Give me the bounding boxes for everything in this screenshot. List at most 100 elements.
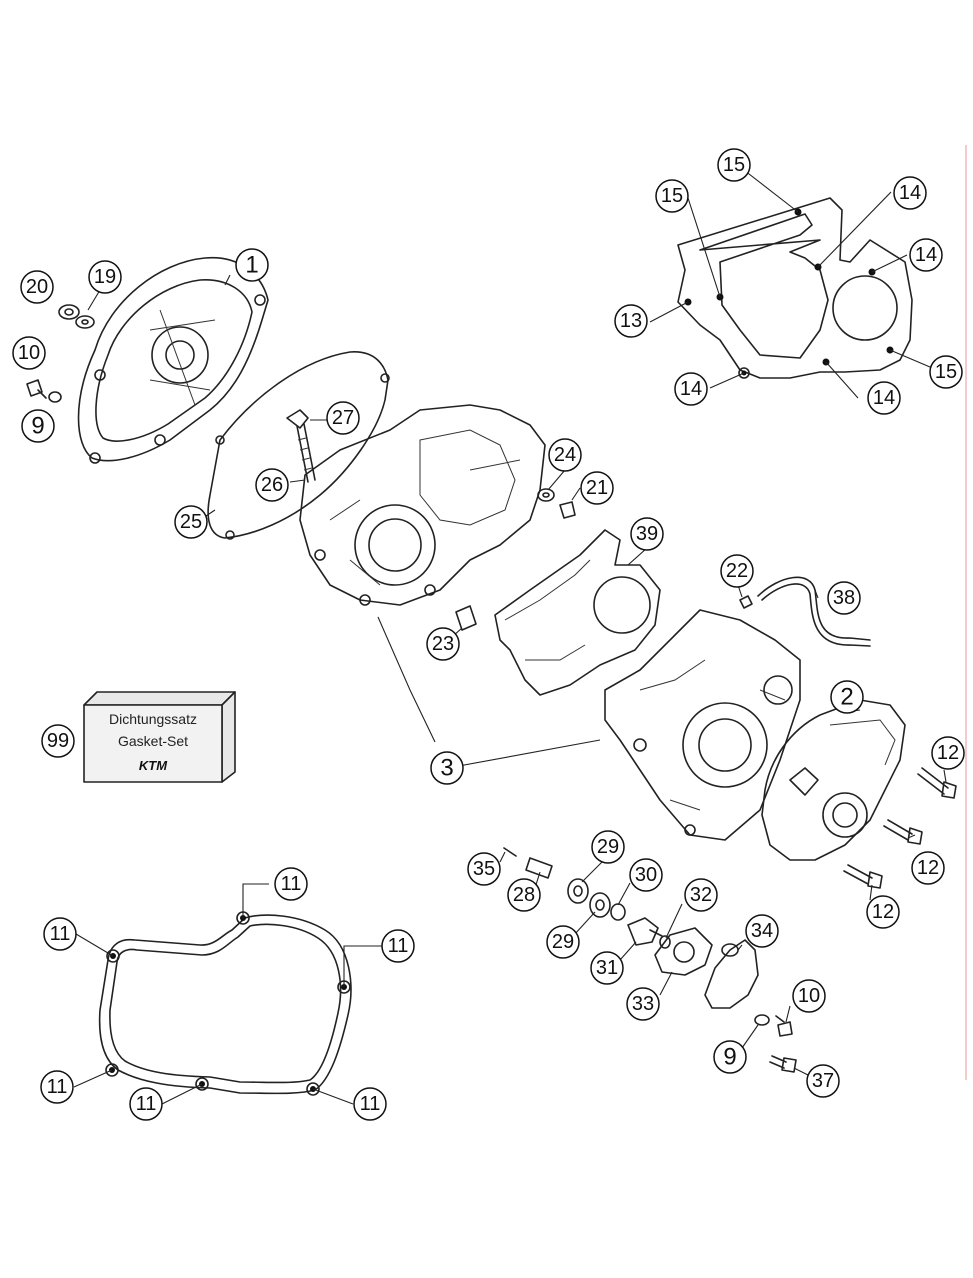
callout-label: 14 [873,387,895,409]
callout-label: 21 [586,477,608,499]
gasket-part-39 [494,529,661,696]
callout-39: 39 [630,517,664,551]
callout-label: 23 [432,633,454,655]
callout-15-left: 15 [655,179,689,213]
gasket-part-33 [654,927,713,976]
callout-label: 11 [281,873,302,895]
gasket-box-line1: Dichtungssatz [109,711,197,727]
ignition-cover-part [77,256,269,464]
gasket-set-box: Dichtungssatz Gasket-Set KTM [83,691,236,783]
callout-label: 20 [26,276,48,298]
callout-label: 3 [440,755,453,782]
callout-label: 38 [833,587,855,609]
crankcase-left-part [299,404,546,606]
screw-part-10-9-left [26,379,62,403]
callout-label: 11 [388,935,409,957]
callout-14-bottom: 14 [867,381,901,415]
callout-32: 32 [684,878,718,912]
callout-13: 13 [614,304,648,338]
callout-label: 99 [47,730,69,752]
callout-15-right: 15 [929,355,963,389]
callout-label: 28 [513,884,535,906]
callout-10-right: 10 [792,979,826,1013]
callout-28: 28 [507,878,541,912]
bearing-part-29-a [567,878,589,904]
gasket-box-line2: Gasket-Set [118,733,188,749]
callout-38: 38 [827,581,861,615]
callout-label: 9 [723,1044,736,1071]
callout-label: 10 [18,342,40,364]
callout-29-bottom: 29 [546,925,580,959]
callout-label: 15 [935,361,957,383]
callout-10-left: 10 [12,336,46,370]
gasket-part-25 [207,351,390,540]
callout-27: 27 [326,401,360,435]
callout-label: 9 [31,413,44,440]
callout-label: 14 [915,244,937,266]
callout-14-right: 14 [909,238,943,272]
callout-11-top: 11 [274,867,308,901]
callout-23: 23 [426,627,460,661]
screw-part-10-right [775,1015,793,1037]
callout-2: 2 [830,680,864,714]
washer-bolt-part-21-24 [537,488,576,519]
callout-label: 2 [840,684,853,711]
bolt-part-12-a [917,767,957,799]
callout-35: 35 [467,852,501,886]
seal-part-30 [610,903,626,921]
callout-label: 34 [751,920,773,942]
callout-14-top: 14 [893,176,927,210]
callout-label: 19 [94,266,116,288]
bushing-part-23 [455,605,477,631]
oring-part-32 [659,935,671,949]
callout-label: 15 [661,185,683,207]
pump-cover-part-2 [761,699,906,861]
callout-31: 31 [590,951,624,985]
callout-11-top-right: 11 [381,929,415,963]
callout-3: 3 [430,751,464,785]
callout-12-a: 12 [931,736,965,770]
callout-label: 14 [680,378,702,400]
callout-1: 1 [235,248,269,282]
callout-label: 14 [899,182,921,204]
gasket-lower-left [98,914,352,1095]
callout-34: 34 [745,914,779,948]
washer-part-19-20 [58,304,95,329]
callout-24: 24 [548,438,582,472]
callout-label: 26 [261,474,283,496]
callout-label: 11 [50,923,71,945]
callout-22: 22 [720,554,754,588]
crankcase-right-part [604,609,801,841]
callout-label: 24 [554,444,576,466]
callout-label: 11 [47,1076,68,1098]
callout-label: 10 [798,985,820,1007]
callout-9-left: 9 [21,409,55,443]
screw-part-37 [769,1055,797,1073]
callout-label: 29 [552,931,574,953]
callout-20: 20 [20,270,54,304]
leader-lines [73,166,947,1105]
callout-label: 22 [726,560,748,582]
callout-label: 37 [812,1070,834,1092]
bolt-part-12-c [843,864,883,889]
callout-33: 33 [626,987,660,1021]
callout-label: 32 [690,884,712,906]
callout-37: 37 [806,1064,840,1098]
callout-15-top: 15 [717,148,751,182]
ktm-logo: KTM [139,758,168,773]
callout-label: 11 [360,1093,381,1115]
pump-housing-part-34 [704,939,759,1009]
callout-label: 11 [136,1093,157,1115]
callout-11-bottom: 11 [129,1087,163,1121]
callout-30: 30 [629,858,663,892]
callout-label: 1 [245,252,258,279]
callout-26: 26 [255,468,289,502]
callout-label: 25 [180,511,202,533]
callout-label: 27 [332,407,354,429]
callout-label: 12 [917,857,939,879]
callout-11-top-left: 11 [43,917,77,951]
callout-19: 19 [88,260,122,294]
washer-part-9-right [754,1014,770,1026]
callout-9-right: 9 [713,1040,747,1074]
